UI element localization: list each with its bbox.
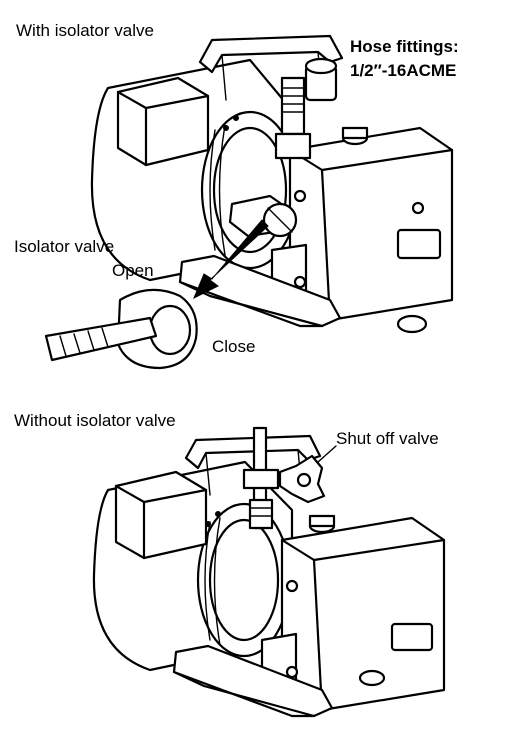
terminal-box-top: [116, 76, 210, 167]
oil-fill-cap-top: [341, 126, 369, 146]
label-open: Open: [112, 261, 154, 280]
shut-off-valve-leader: [317, 445, 337, 463]
isolator-valve-on-pump: [228, 194, 298, 238]
pump-with-isolator: [90, 34, 454, 334]
bolts-bottom: [205, 511, 221, 527]
label-isolator-valve: Isolator valve: [14, 237, 115, 256]
label-hose-fittings: Hose fittings:: [350, 37, 459, 56]
terminal-box-bottom: [114, 470, 208, 560]
shut-off-valve: [278, 454, 326, 504]
isolator-valve-detail: [44, 288, 198, 370]
pump-body-bottom: [280, 516, 446, 712]
label-close: Close: [212, 337, 256, 356]
pump-body-top: [288, 126, 454, 322]
label-shut-off-valve: Shut off valve: [336, 429, 439, 448]
base-plate-top: [178, 254, 428, 334]
label-without-isolator-valve: Without isolator valve: [14, 411, 176, 430]
pump-without-isolator: [92, 426, 446, 718]
intake-fitting-top: [274, 57, 338, 160]
bolts-top: [223, 115, 239, 131]
label-hose-fitting-size: 1/2″-16ACME: [350, 61, 457, 80]
label-with-isolator-valve: With isolator valve: [16, 21, 154, 40]
base-plate-bottom: [172, 644, 386, 718]
oil-fill-cap-bottom: [308, 514, 336, 534]
arrow-to-isolator-valve: [193, 219, 269, 300]
vertical-pipe-bottom: [242, 426, 280, 530]
